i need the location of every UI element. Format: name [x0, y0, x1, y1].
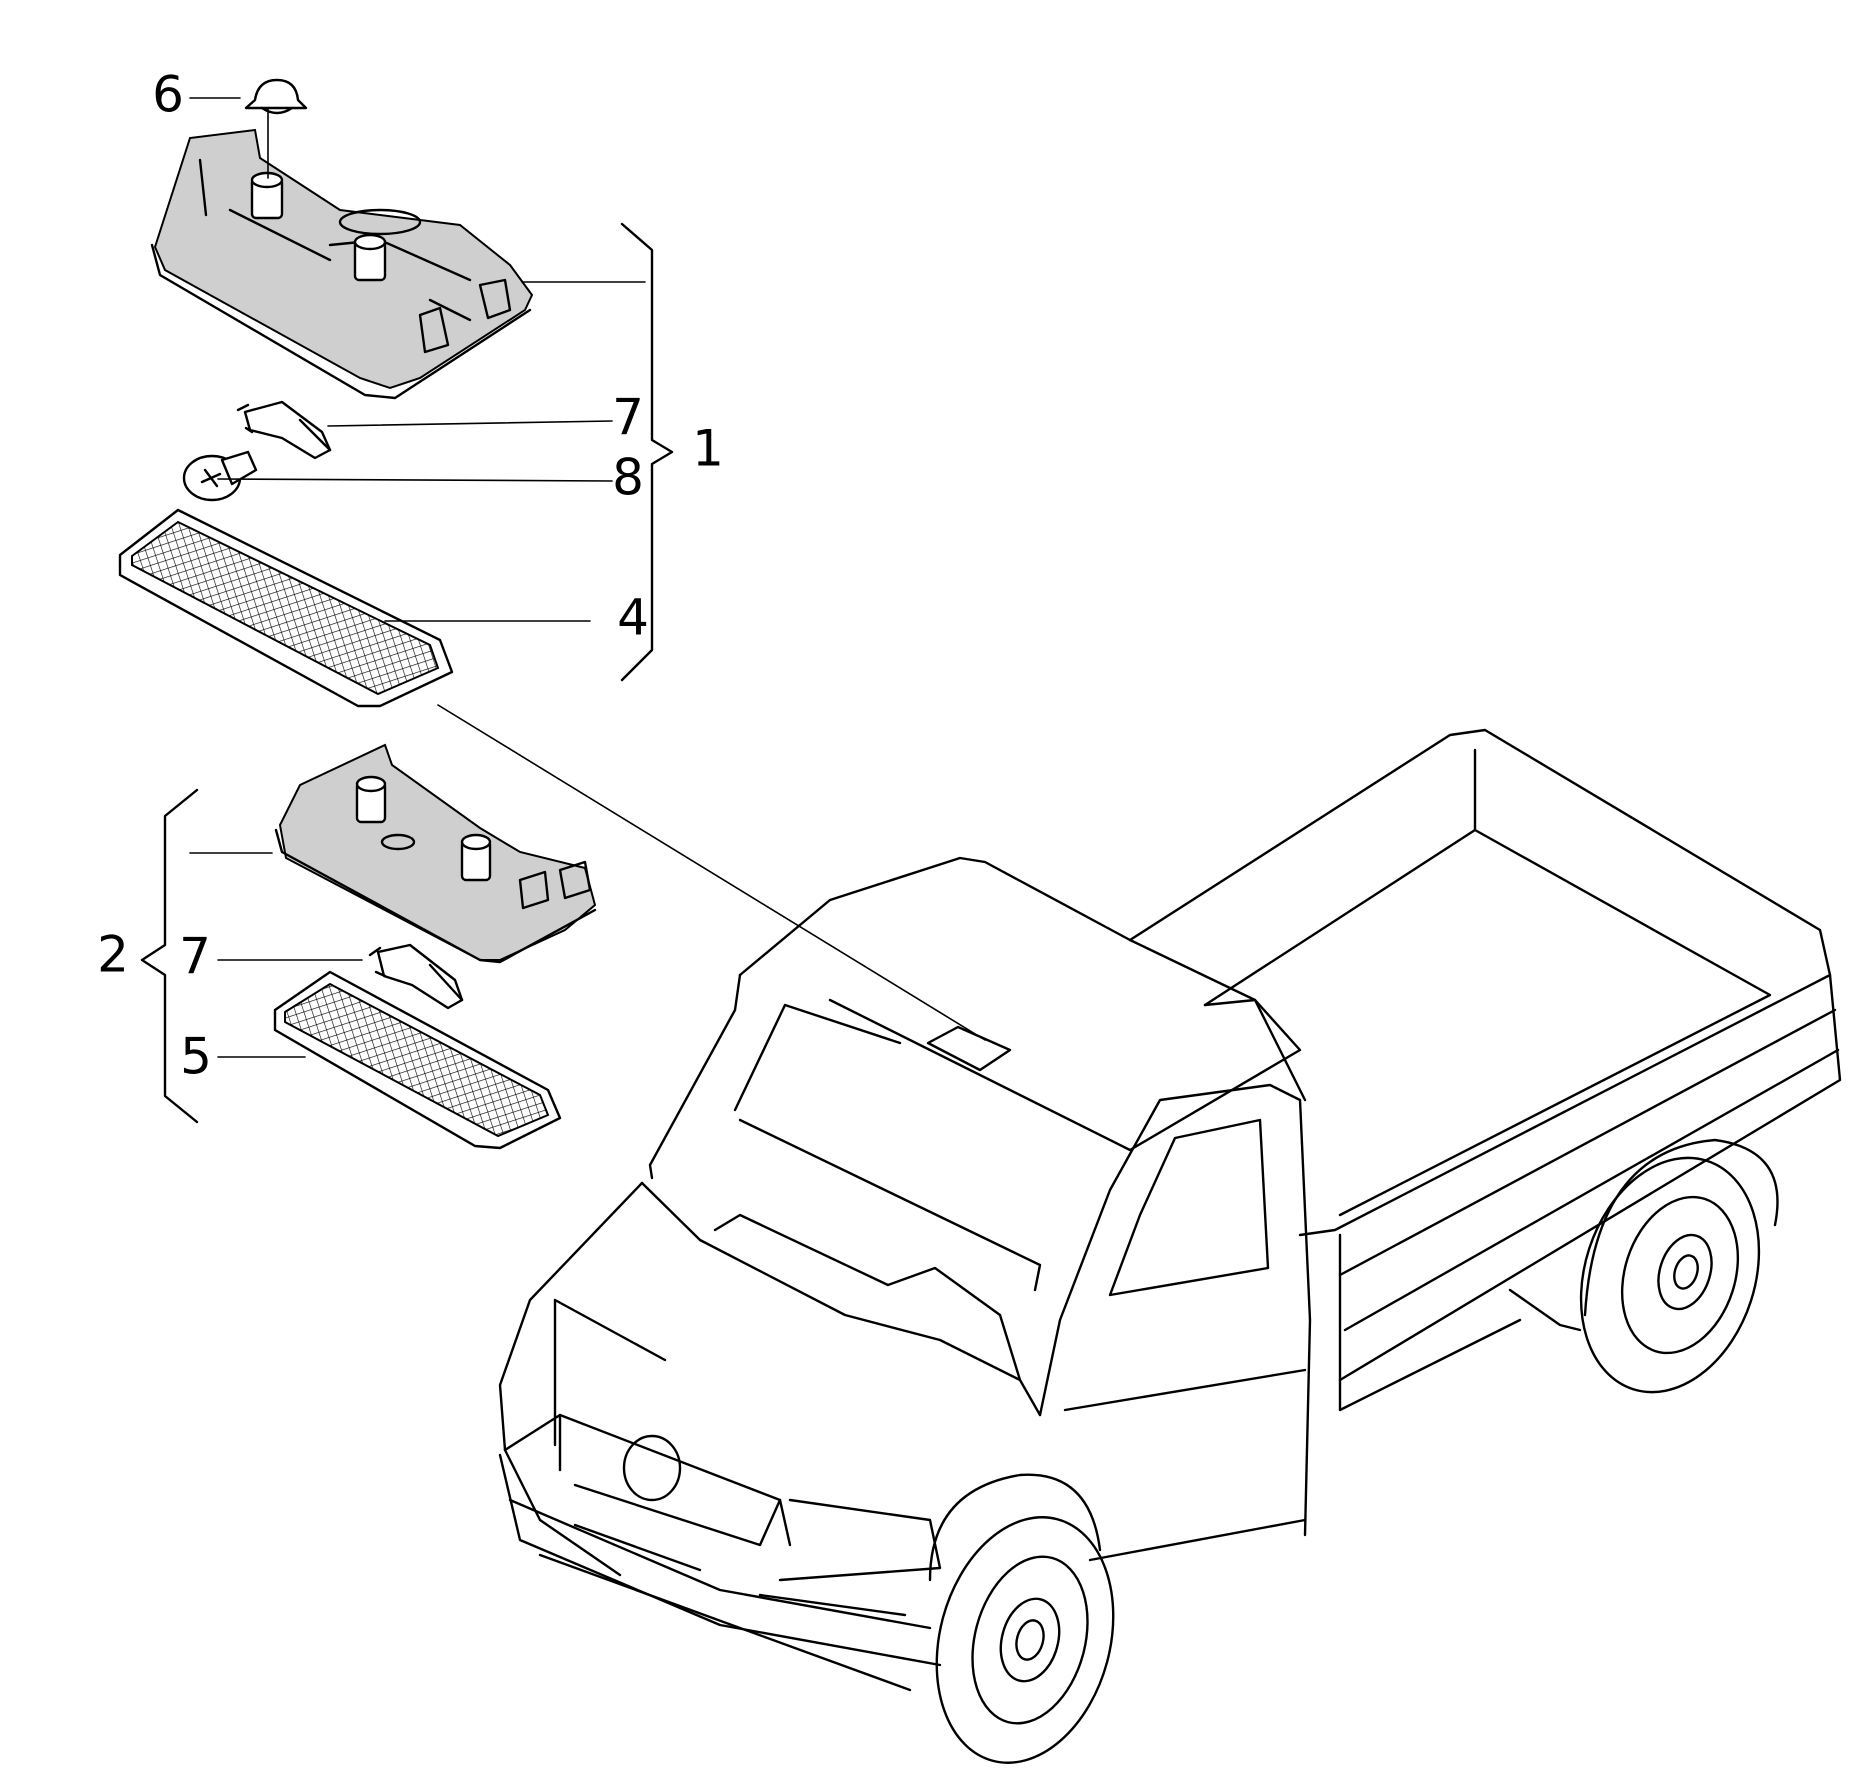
bracket-1 — [620, 222, 674, 682]
item-1-assembly: 1 4 6 7 8 — [118, 66, 724, 708]
callout-1[interactable]: 1 — [692, 420, 724, 478]
leader-7-upper — [327, 420, 613, 427]
festoon-bulb-7-upper[interactable] — [236, 400, 332, 460]
callout-4[interactable]: 4 — [617, 589, 649, 647]
pickup-truck-icon — [498, 728, 1842, 1764]
lens-part-5[interactable] — [273, 970, 562, 1150]
callout-6[interactable]: 6 — [152, 66, 184, 124]
dome-light-housing-lower[interactable] — [274, 743, 597, 964]
festoon-bulb-7-lower[interactable] — [368, 943, 464, 1010]
wedge-bulb-8[interactable] — [182, 450, 258, 502]
callout-7-lower[interactable]: 7 — [179, 928, 211, 986]
roof-location-marker — [926, 1025, 1012, 1072]
leader-8 — [217, 478, 613, 482]
location-leader — [437, 704, 986, 1041]
callout-2[interactable]: 2 — [97, 926, 129, 984]
rear-wheel — [1579, 1138, 1779, 1394]
front-wheel — [928, 1473, 1115, 1764]
callout-7-upper[interactable]: 7 — [612, 389, 644, 447]
item-2-assembly: 2 5 7 — [97, 743, 597, 1150]
bracket-2 — [140, 788, 199, 1124]
callout-8[interactable]: 8 — [612, 449, 644, 507]
lens-part-4[interactable] — [118, 508, 454, 708]
clip-part-6[interactable] — [244, 78, 308, 115]
callout-5[interactable]: 5 — [180, 1028, 212, 1086]
dome-light-housing-upper[interactable] — [150, 128, 534, 400]
